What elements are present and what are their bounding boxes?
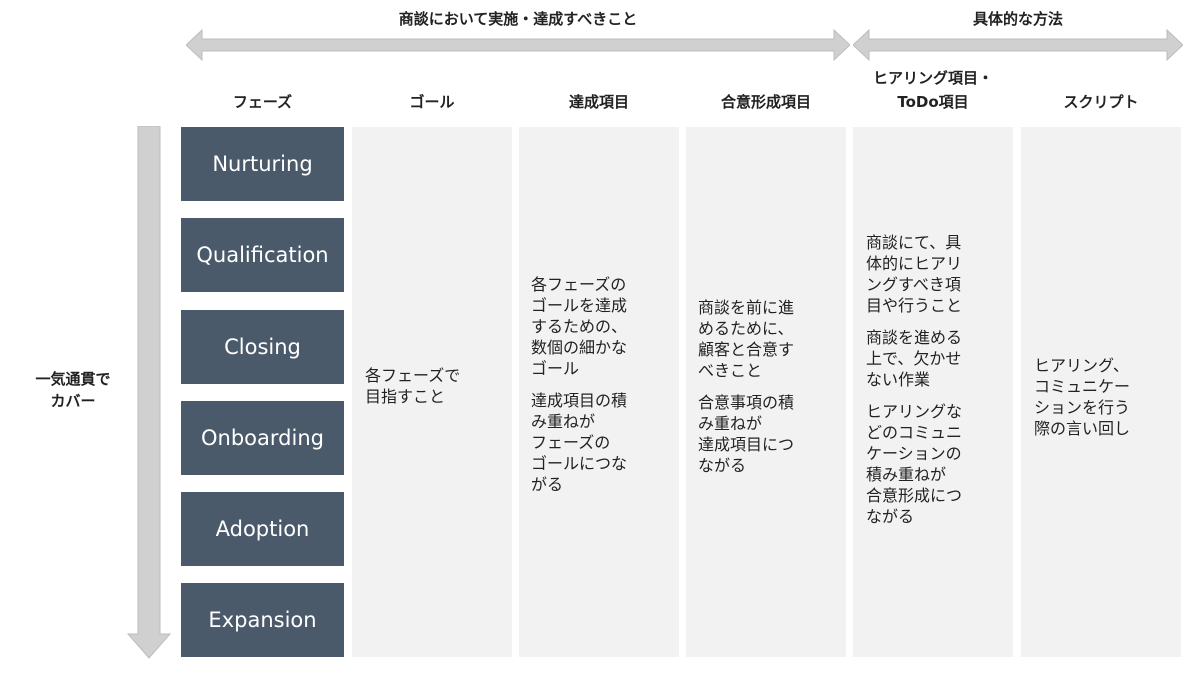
- phase-nurturing: Nurturing: [181, 127, 344, 201]
- goal-text-block: 各フェーズで 目指すこと: [365, 365, 505, 418]
- vertical-coverage-arrow: [126, 126, 172, 659]
- left-scope-label: 商談において実施・達成すべきこと: [398, 10, 638, 28]
- phase-adoption: Adoption: [181, 492, 344, 566]
- achievement-note: 達成項目の積 み重ねが フェーズの ゴールにつな がる: [531, 391, 628, 494]
- hearing-task: 商談を進める 上で、欠かせ ない作業: [866, 328, 963, 389]
- achievement-desc: 各フェーズの ゴールを達成 するための、 数個の細かな ゴール: [531, 275, 628, 378]
- left-scope-arrow: [186, 28, 850, 62]
- hearing-desc: 商談にて、具 体的にヒアリ ングすべき項 目や行うこと: [866, 233, 963, 315]
- phase-onboarding: Onboarding: [181, 401, 344, 475]
- phase-expansion: Expansion: [181, 583, 344, 657]
- header-script: スクリプト: [1063, 93, 1139, 111]
- coverage-label: 一気通貫で カバー: [35, 370, 111, 410]
- consensus-column: [686, 127, 846, 657]
- phase-closing: Closing: [181, 310, 344, 384]
- right-scope-label: 具体的な方法: [972, 10, 1063, 28]
- goal-column: [352, 127, 512, 657]
- achievement-column: [519, 127, 679, 657]
- hearing-column: [853, 127, 1013, 657]
- hearing-text-block: 商談にて、具 体的にヒアリ ングすべき項 目や行うこと 商談を進める 上で、欠か…: [866, 232, 1011, 538]
- consensus-desc: 商談を前に進 めるために、 顧客と合意す べきこと: [698, 298, 795, 380]
- script-text-block: ヒアリング、 コミュニケー ションを行う 際の言い回し: [1034, 355, 1179, 450]
- hearing-note: ヒアリングな どのコミュニ ケーションの 積み重ねが 合意形成につ ながる: [866, 402, 963, 526]
- header-hearing: ヒアリング項目・ ToDo項目: [853, 68, 1013, 113]
- script-column: [1021, 127, 1181, 657]
- header-hearing-line2: ToDo項目: [897, 93, 969, 111]
- header-achievement: 達成項目: [568, 93, 629, 111]
- achievement-text-block: 各フェーズの ゴールを達成 するための、 数個の細かな ゴール 達成項目の積 み…: [531, 274, 676, 506]
- phase-qualification: Qualification: [181, 218, 344, 292]
- header-consensus: 合意形成項目: [720, 93, 811, 111]
- header-goal: ゴール: [409, 93, 455, 111]
- header-phase: フェーズ: [232, 93, 293, 111]
- consensus-text-block: 商談を前に進 めるために、 顧客と合意す べきこと 合意事項の積 み重ねが 達成…: [698, 297, 843, 487]
- script-text: ヒアリング、 コミュニケー ションを行う 際の言い回し: [1034, 356, 1131, 438]
- right-scope-arrow: [853, 28, 1183, 62]
- consensus-note: 合意事項の積 み重ねが 達成項目につ ながる: [698, 393, 795, 475]
- header-hearing-line1: ヒアリング項目・: [872, 69, 993, 87]
- goal-text: 各フェーズで 目指すこと: [365, 366, 461, 406]
